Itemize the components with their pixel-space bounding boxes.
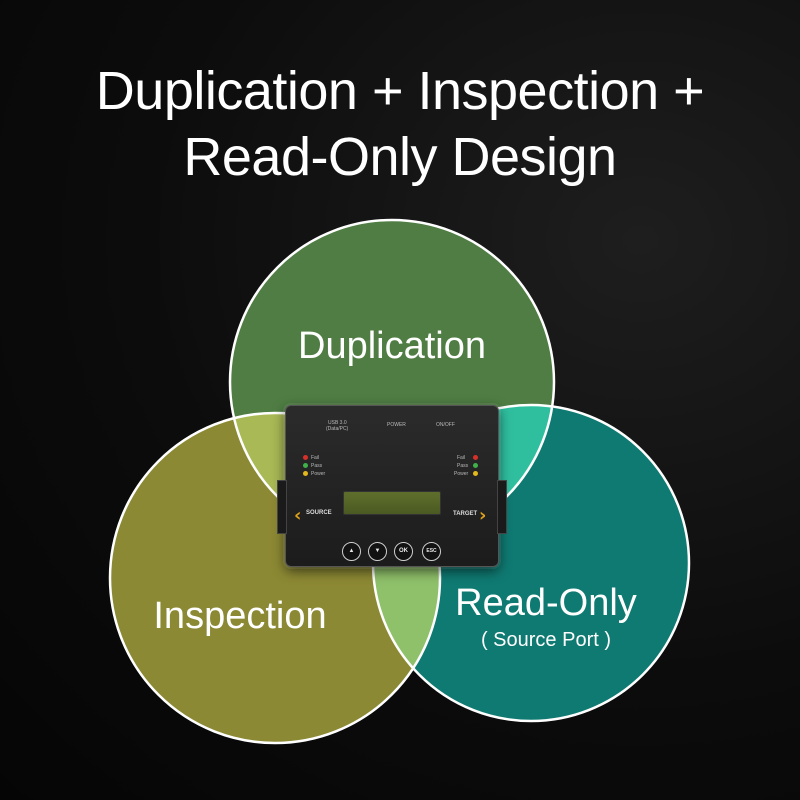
right-power-led (473, 471, 478, 476)
target-chevron-icon: › (479, 507, 486, 525)
device-right-ear (497, 480, 507, 534)
right-power-label: Power (454, 471, 468, 477)
right-pass-label: Pass (457, 463, 468, 469)
ok-icon[interactable]: OK (394, 542, 413, 561)
label-inspection: Inspection (110, 594, 370, 638)
right-fail-led (473, 455, 478, 460)
left-pass-led (303, 463, 308, 468)
esc-icon[interactable]: ESC (422, 542, 441, 561)
left-fail-label: Fail (311, 455, 319, 461)
label-read-only-sub: ( Source Port ) (416, 628, 676, 652)
left-pass-label: Pass (311, 463, 322, 469)
device-left-ear (277, 480, 287, 534)
source-label: SOURCE (306, 510, 332, 516)
left-fail-led (303, 455, 308, 460)
label-duplication: Duplication (262, 324, 522, 368)
label-read-only: Read-Only (416, 581, 676, 625)
up-arrow-icon[interactable]: ▲ (342, 542, 361, 561)
usb-sublabel: (Data/PC) (326, 426, 348, 432)
lcd-screen (343, 491, 441, 515)
left-power-led (303, 471, 308, 476)
duplicator-device: USB 3.0 (Data/PC) POWER ON/OFF Fail Pass… (285, 405, 499, 567)
right-pass-led (473, 463, 478, 468)
down-arrow-icon[interactable]: ▼ (368, 542, 387, 561)
target-label: TARGET (453, 511, 477, 517)
power-label: POWER (387, 422, 406, 428)
source-chevron-icon: ‹ (294, 507, 301, 525)
onoff-label: ON/OFF (436, 422, 455, 428)
left-power-label: Power (311, 471, 325, 477)
right-fail-label: Fail (457, 455, 465, 461)
